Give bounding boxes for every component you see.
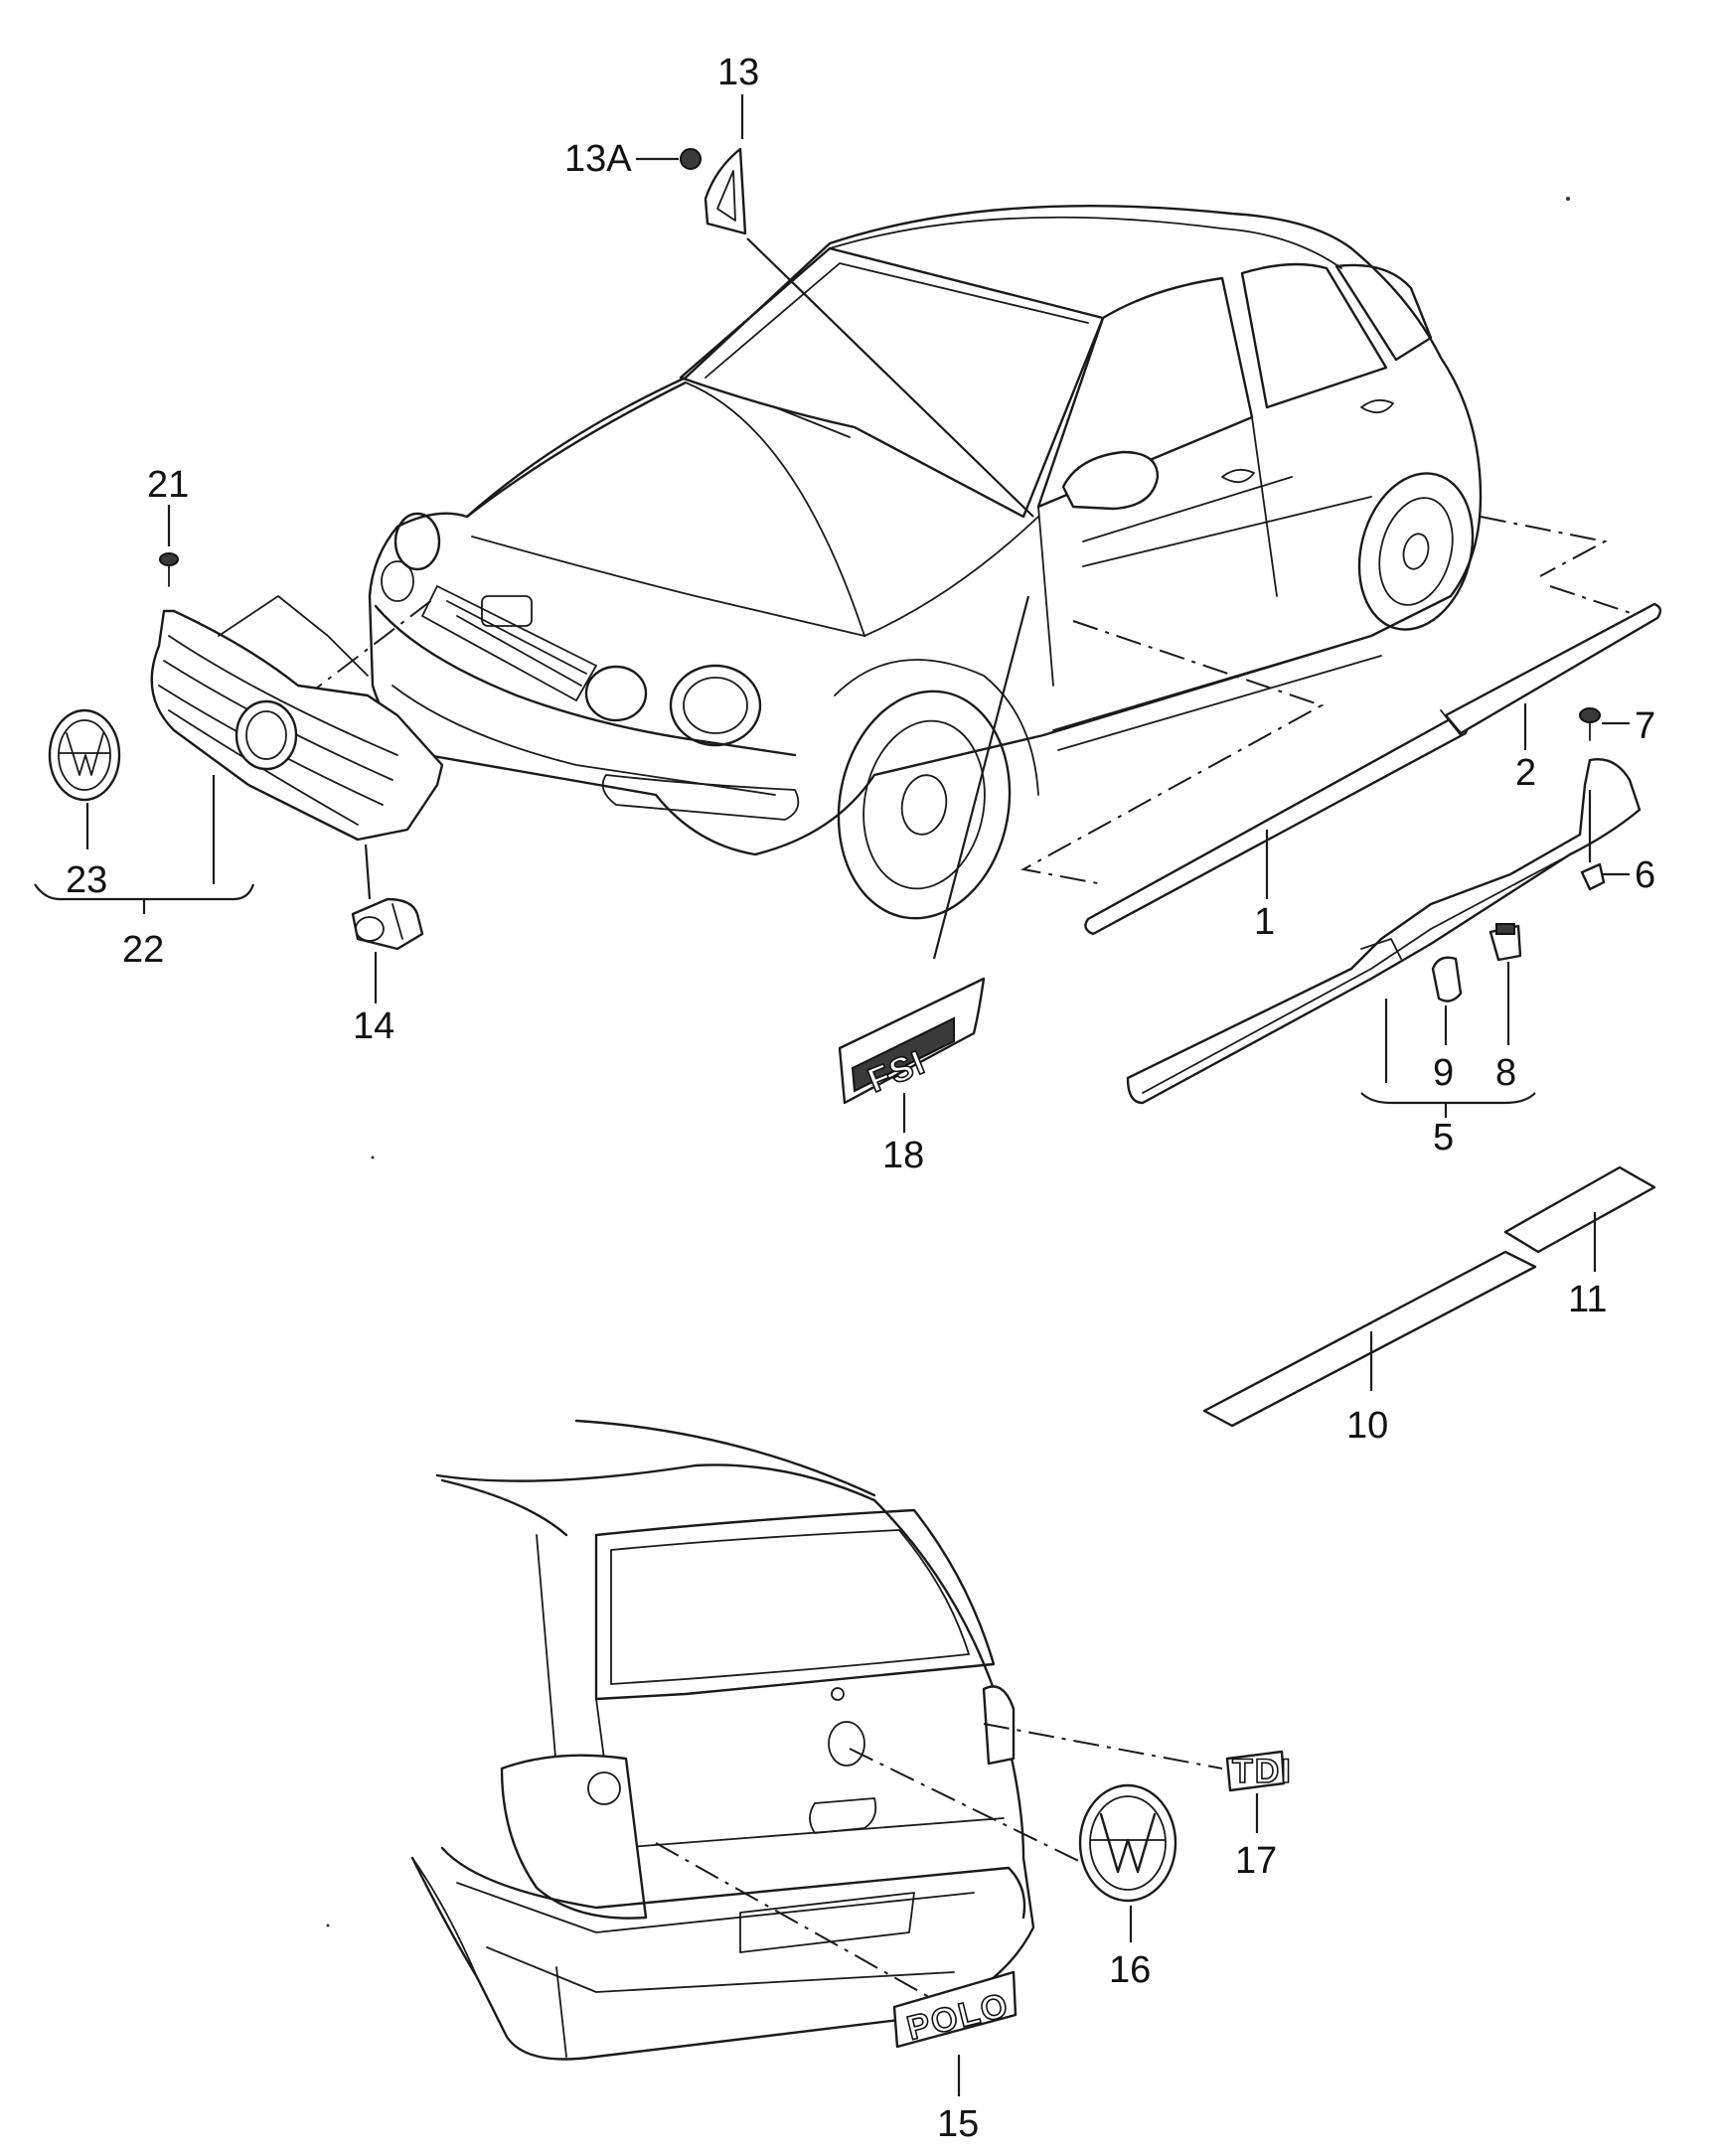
label-13a: 13A [564,138,632,180]
leader-dashes-rear [655,1723,1223,1998]
label-2: 2 [1515,752,1536,794]
label-21: 21 [147,464,189,506]
leader-dashes-front [228,516,1641,885]
part-8-clip[interactable] [1489,923,1522,1045]
part-21-screw[interactable] [159,505,179,587]
label-23: 23 [66,859,107,901]
rear-car-illustration [410,1419,1035,2061]
label-1: 1 [1254,901,1275,943]
part-18-fsi-badge[interactable]: FSI [838,595,1030,1133]
label-18: 18 [882,1135,924,1176]
label-5: 5 [1433,1117,1454,1158]
part-13a-clip[interactable] [636,148,702,170]
part-11-stripe[interactable] [1503,1165,1656,1272]
label-9: 9 [1433,1052,1454,1094]
part-9-clip[interactable] [1431,956,1463,1045]
part-14-bracket[interactable] [351,844,424,1003]
label-10: 10 [1346,1405,1388,1447]
callout-labels: 13 13A 21 23 22 14 18 7 2 6 1 9 8 5 11 1… [66,52,1655,2145]
label-16: 16 [1109,1949,1151,1991]
front-car-illustration [368,205,1483,920]
speck-dot [371,1155,375,1159]
label-13: 13 [717,52,759,93]
part-15-polo-badge[interactable]: POLO [892,1970,1018,2096]
part-10-stripe[interactable] [1202,1250,1537,1428]
part-13-triangle-trim[interactable] [704,94,1034,518]
label-14: 14 [353,1005,394,1047]
label-8: 8 [1495,1052,1516,1094]
part-6-clip[interactable] [1580,790,1630,891]
part-2-side-moulding[interactable] [1440,602,1662,750]
label-6: 6 [1635,854,1655,896]
part-5-sill-panel[interactable] [1126,758,1642,1118]
part-1-side-moulding[interactable] [1084,711,1469,936]
label-15: 15 [937,2103,979,2145]
badge-tdi-text: TDI [1232,1753,1293,1790]
label-17: 17 [1235,1840,1277,1882]
label-7: 7 [1635,705,1655,747]
label-22: 22 [122,929,164,971]
speck-dot [326,1924,330,1927]
part-7-screw[interactable] [1579,707,1630,741]
label-11: 11 [1568,1279,1607,1320]
part-23-emblem[interactable] [48,708,121,849]
speck-dot [1566,197,1570,201]
part-17-tdi-badge[interactable]: TDI [1225,1750,1293,1833]
part-16-vw-emblem[interactable] [1078,1783,1177,1942]
part-22-grille[interactable] [34,595,444,914]
